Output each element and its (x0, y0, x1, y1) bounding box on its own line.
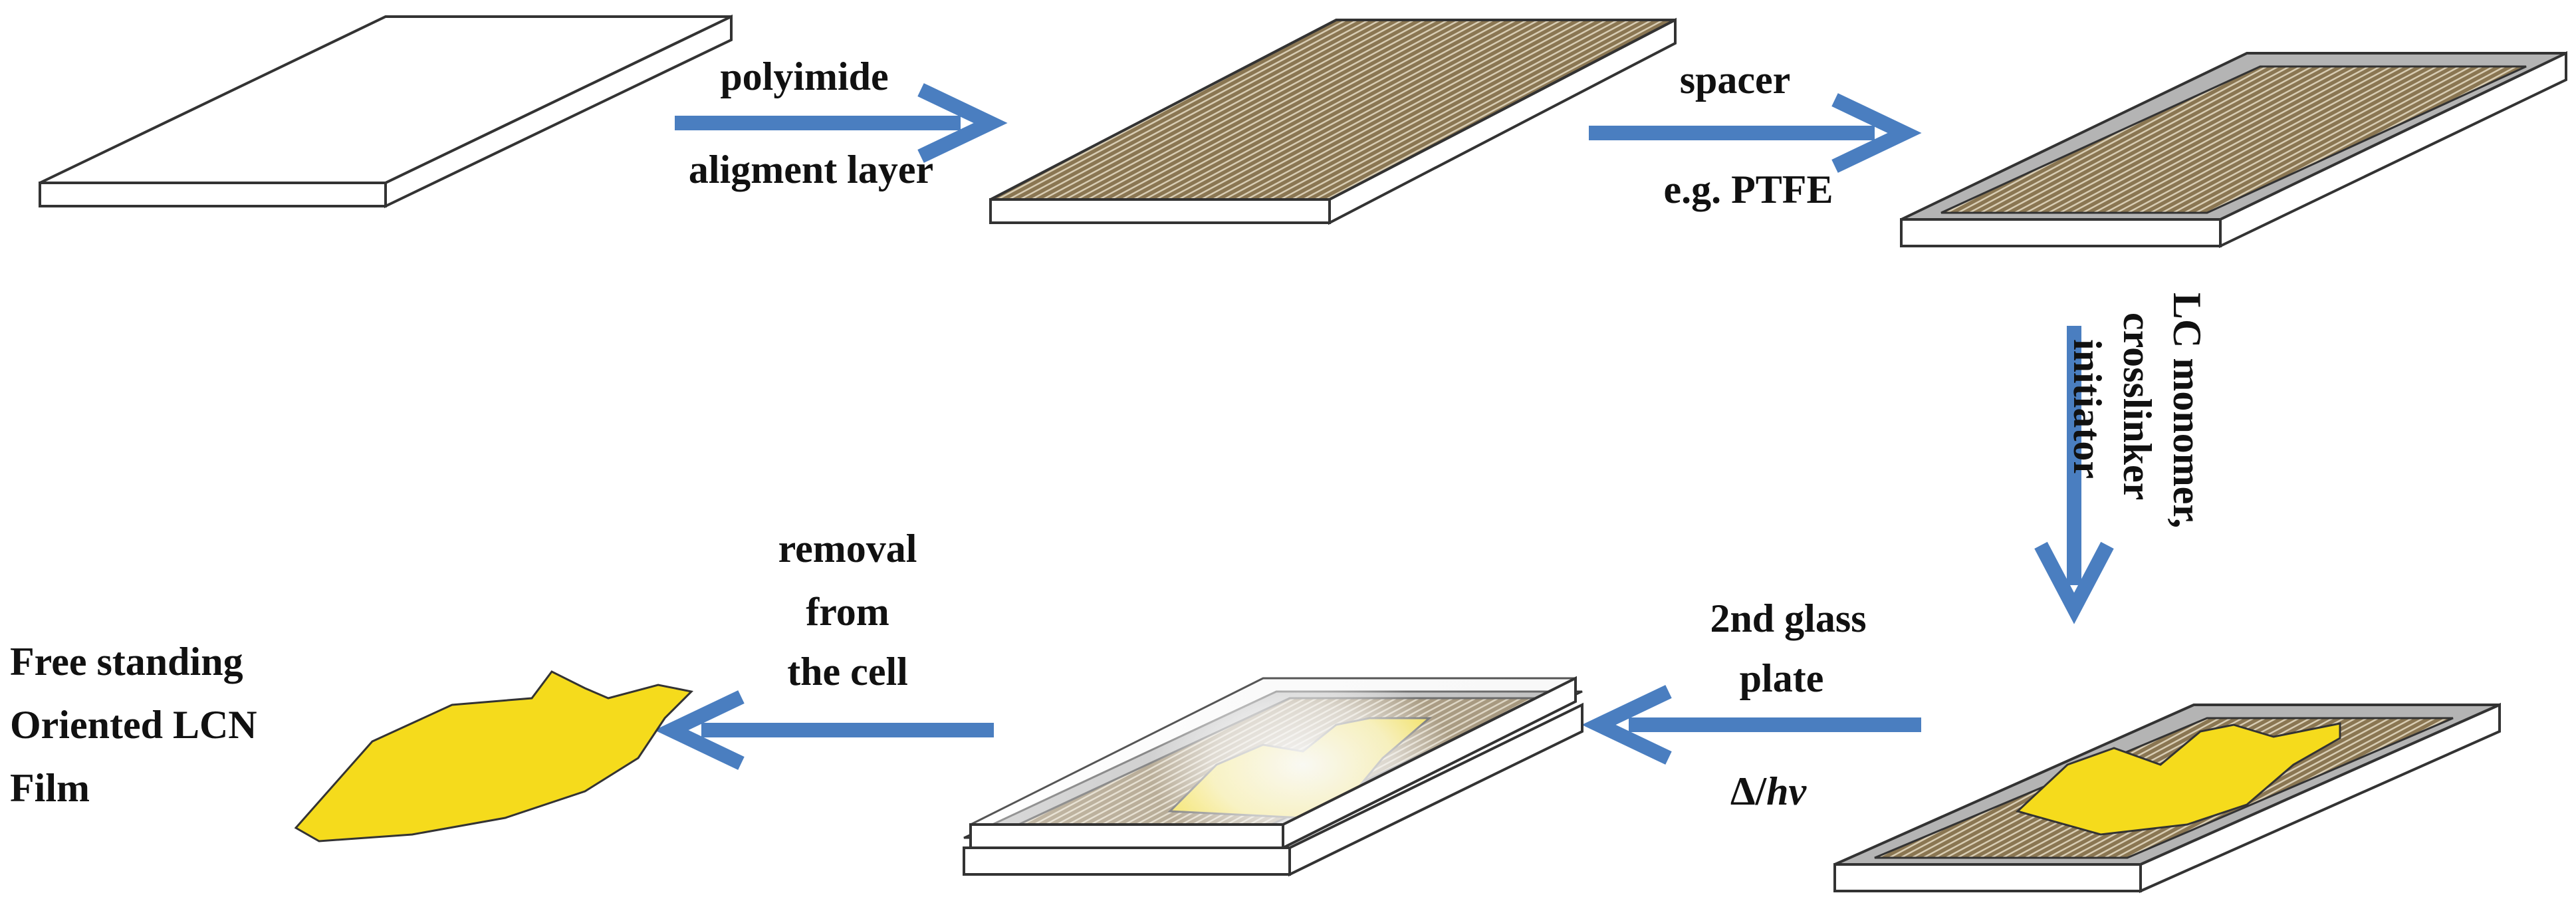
label-free-standing: Free standing (10, 640, 243, 684)
plate-closed-cell (963, 665, 1583, 877)
label-the-cell: the cell (787, 650, 908, 694)
label-spacer: spacer (1680, 58, 1791, 102)
label-initiator: initiator (2065, 339, 2109, 479)
label-alignment-layer: aligment layer (689, 148, 933, 192)
free-standing-film (294, 670, 694, 842)
plate-bare-glass (39, 14, 733, 209)
label-removal: removal (778, 527, 917, 571)
plate-alignment-layer (989, 17, 1677, 225)
label-lc-monomer: LC monomer, (2165, 293, 2209, 528)
label-2nd-glass: 2nd glass (1710, 596, 1866, 640)
label-crosslinker: crosslinker (2115, 313, 2159, 500)
label-plate: plate (1740, 656, 1824, 700)
label-polyimide: polyimide (720, 55, 888, 98)
label-oriented-lcn: Oriented LCN (10, 703, 257, 747)
arrow-step-1 (675, 83, 1008, 163)
label-ptfe: e.g. PTFE (1664, 168, 1833, 211)
arrow-step-4 (1581, 685, 1921, 765)
plate-with-lc-mixture (1833, 702, 2501, 894)
arrow-step-3 (2034, 326, 2114, 624)
arrow-step-2 (1589, 93, 1922, 173)
arrow-step-5 (654, 690, 994, 770)
plate-with-spacer (1900, 51, 2567, 249)
label-from: from (806, 590, 889, 634)
label-film: Film (10, 766, 90, 810)
label-heat-light: Δ/hν (1730, 769, 1808, 813)
